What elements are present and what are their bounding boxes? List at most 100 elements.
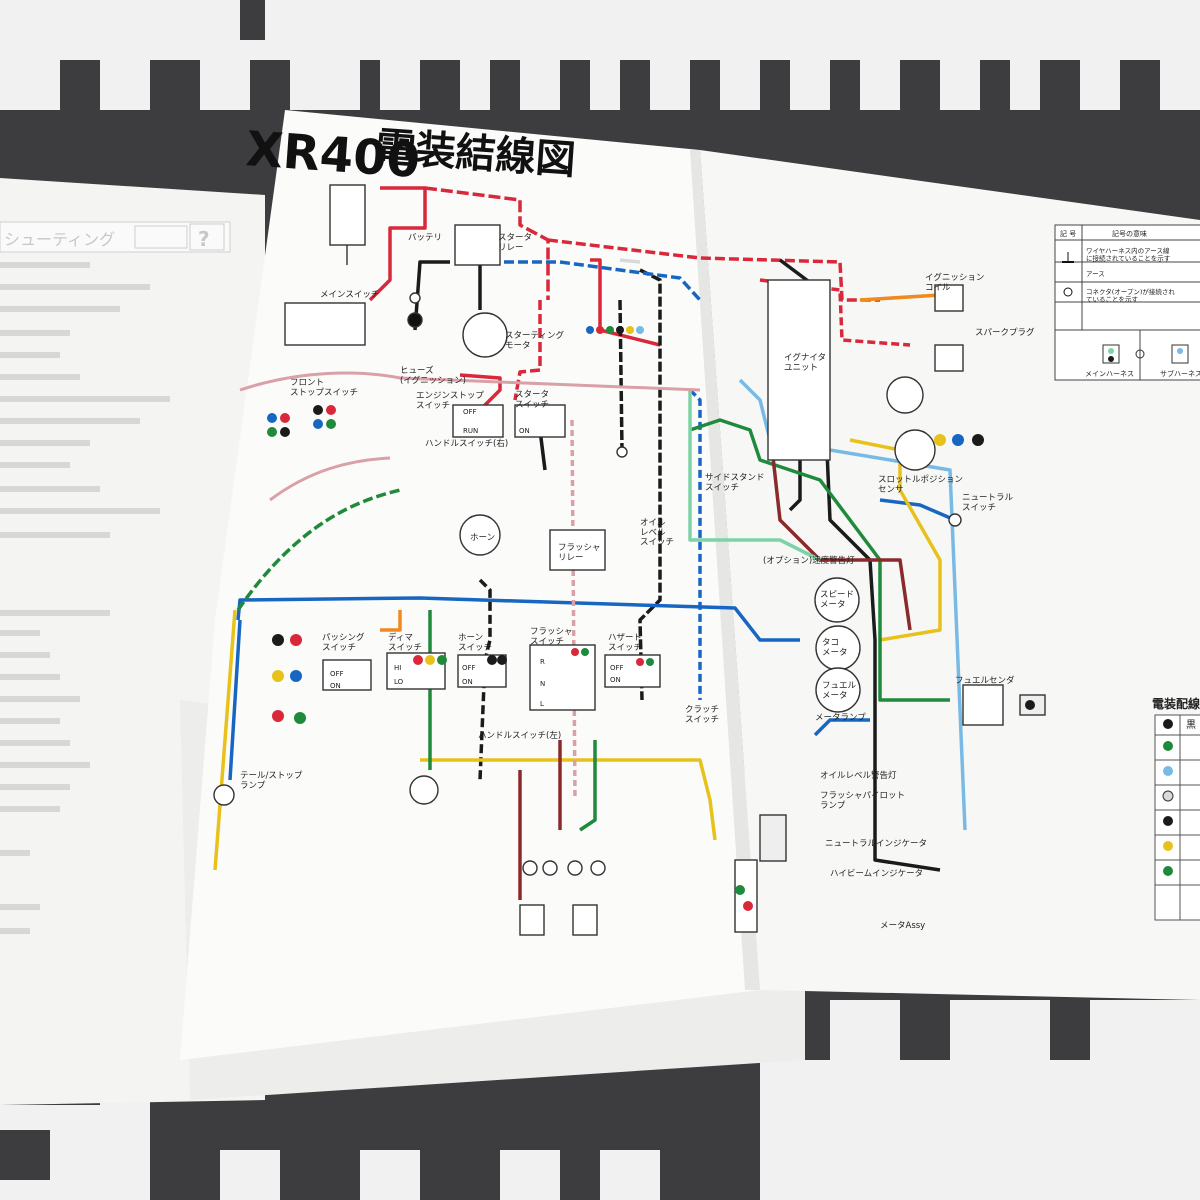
engine-stop-switch-box <box>452 404 504 438</box>
label-ignitor: イグナイタユニット <box>784 352 826 373</box>
wire-black-horn <box>478 578 492 781</box>
starter-switch-box <box>514 404 566 438</box>
wire-red-down <box>513 300 542 401</box>
label-n: N <box>540 680 545 688</box>
label-clutch: クラッチスイッチ <box>685 705 719 725</box>
label-off-engine: OFF <box>463 408 477 416</box>
label-front-stop: フロントストップスイッチ <box>290 378 358 398</box>
label-flasher-relay: フラッシャリレー <box>558 543 601 563</box>
rectifier-box <box>329 184 366 246</box>
label-highbeam: ハイビームインジケータ <box>830 869 923 879</box>
question-icon: ? <box>198 227 210 251</box>
label-on-starter: ON <box>519 427 530 435</box>
label-starter-relay: スタータリレー <box>498 233 532 253</box>
fuel-sender-box <box>962 684 1004 726</box>
legend-row3: コネクタ(オープン)が接続されていることを示す <box>1086 287 1175 304</box>
wire-lightgreen-1 <box>688 390 821 562</box>
wire-green-arc <box>236 488 401 611</box>
label-starting-motor: スターティングモータ <box>505 330 564 351</box>
left-page-header: シューティング <box>4 230 115 249</box>
turn-lamp-3 <box>567 860 583 876</box>
legend-sub-harness: サブハーネス <box>1160 369 1200 378</box>
legend-col-symbol: 記 号 <box>1060 229 1076 238</box>
page-fold-shadow <box>690 150 760 990</box>
label-throttle: スロットルポジションセンサ <box>878 475 963 495</box>
label-fuel-sender: フュエルセンダ <box>955 675 1015 686</box>
wire-pink-down <box>570 419 577 801</box>
label-handle-right: ハンドルスイッチ(右) <box>425 438 508 449</box>
label-passing: パッシングスイッチ <box>322 632 365 653</box>
label-tail-lamp: テール/ストップランプ <box>240 771 303 791</box>
label-flasher-pilot: フラッシャパイロットランプ <box>820 791 905 811</box>
wire-red-main <box>368 186 427 302</box>
legend-table: 記 号 記号の意味 ワイヤハーネス内のアース線に接続されていることを示す アース… <box>1054 224 1200 381</box>
label-main-switch: メインスイッチ <box>320 290 379 300</box>
label-off-horn: OFF <box>462 664 476 672</box>
turn-lamp-2 <box>542 860 558 876</box>
ignition-coil-1 <box>934 284 964 312</box>
turn-diode-2 <box>572 904 598 936</box>
wire-blue-down <box>228 619 242 781</box>
legend-main-harness: メインハーネス <box>1085 370 1134 378</box>
wire-orange-2 <box>380 610 402 632</box>
throttle-sensor-circle <box>894 429 936 471</box>
label-ignition-coil: イグニッションコイル <box>925 272 984 293</box>
label-on-hazard: ON <box>610 676 621 684</box>
label-battery: バッテリ <box>408 233 442 243</box>
label-neutral-switch: ニュートラルスイッチ <box>962 493 1014 513</box>
label-speedometer: スピードメータ <box>820 590 854 610</box>
label-handle-left: ハンドルスイッチ(左) <box>478 730 561 741</box>
legend-col-meaning: 記号の意味 <box>1112 229 1147 238</box>
label-hazard: ハザードスイッチ <box>608 633 642 653</box>
label-tachometer: タコメータ <box>822 638 848 658</box>
diagram-labels: バッテリ スタータリレー スターティングモータ メインスイッチ ヒューズ(イグニ… <box>240 233 1035 931</box>
wire-black-relay <box>413 260 450 331</box>
flasher-relay-box <box>549 529 606 571</box>
turn-lamp-4 <box>590 860 606 876</box>
wire-blue-neutral <box>879 498 956 522</box>
wire-pink-arc1 <box>239 371 701 392</box>
label-hi: HI <box>394 664 401 672</box>
ignition-coil-2 <box>934 344 964 372</box>
connector-dots <box>267 326 1035 911</box>
horn-switch-box <box>457 654 507 688</box>
headlight-circle <box>409 775 439 805</box>
label-on-horn: ON <box>462 678 473 686</box>
label-lo: LO <box>394 678 404 686</box>
tail-lamp-1 <box>213 784 235 806</box>
label-horn-switch: ホーンスイッチ <box>458 633 492 653</box>
label-neutral-indicator: ニュートラルインジケータ <box>825 839 927 849</box>
wire-blue-meter <box>813 718 870 737</box>
wire-blue-main <box>236 596 800 642</box>
wire-green-right <box>689 418 950 702</box>
label-starter-switch: スタータスイッチ <box>515 390 549 410</box>
label-horn: ホーン <box>470 533 495 543</box>
wire-black-long <box>638 268 662 701</box>
label-fuel-meter: フュエルメータ <box>822 681 857 701</box>
wire-blue-top <box>490 260 702 302</box>
wire-blue-right <box>688 388 702 700</box>
connector-hologram <box>759 814 787 862</box>
color-table: 電装配線 黒 <box>1152 696 1200 921</box>
label-dimmer: ディマスイッチ <box>388 632 422 653</box>
label-oil-level: オイルレベルスイッチ <box>640 518 674 548</box>
diagram-page <box>180 110 760 1060</box>
turn-diode-1 <box>519 904 545 936</box>
label-meter-assy: メータAssy <box>880 921 925 931</box>
label-side-stand: サイドスタンドスイッチ <box>705 473 765 493</box>
label-speed-warning: (オプション)速度警告灯 <box>763 555 855 566</box>
wire-yellow-right <box>849 438 942 642</box>
starting-motor-circle <box>462 312 508 358</box>
fuel-meter-circle <box>815 667 861 713</box>
left-page-faint-lines <box>0 262 170 934</box>
label-oil-warning: オイルレベル警告灯 <box>820 770 897 781</box>
label-spark-plug: スパークプラグ <box>975 327 1035 338</box>
label-on-passing: ON <box>330 682 341 690</box>
legend-row1: ワイヤハーネス内のアース線に接続されていることを示す <box>1086 246 1171 263</box>
model-title: XR400 <box>244 121 422 189</box>
color-table-title: 電装配線 <box>1152 696 1200 711</box>
wire-red-ignitor <box>590 258 661 347</box>
horn-circle <box>459 514 501 556</box>
connector-bottom <box>734 859 758 933</box>
